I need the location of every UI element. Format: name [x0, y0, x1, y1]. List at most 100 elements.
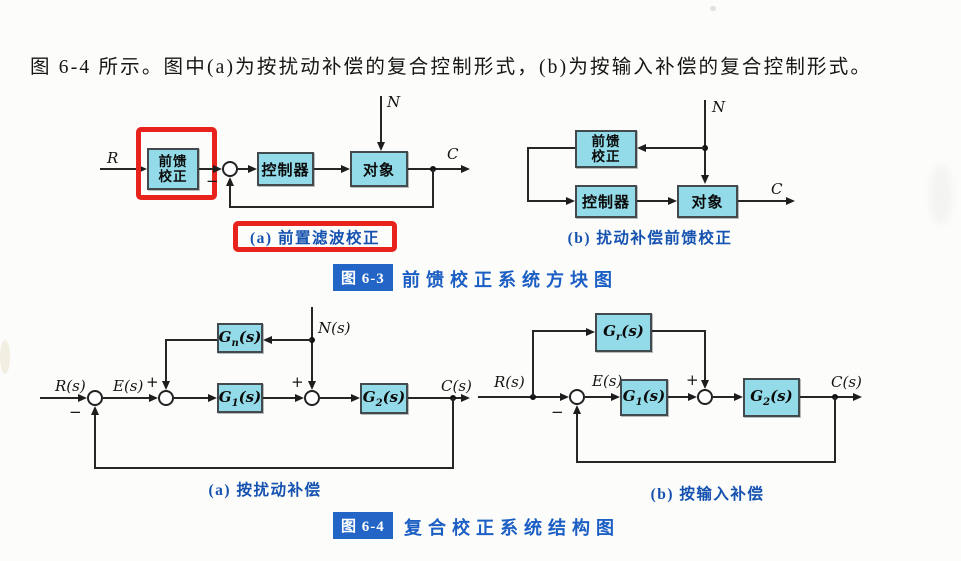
block-g1: G1(s)	[620, 379, 668, 416]
wire	[527, 147, 529, 202]
wire	[94, 467, 454, 469]
wire	[238, 168, 250, 170]
arrowhead	[566, 197, 575, 205]
wire	[704, 330, 706, 380]
sum-junction	[87, 390, 103, 406]
block-feedforward-label-line2: 校正	[591, 149, 621, 164]
input-signal-label: R(s)	[494, 373, 525, 391]
wire	[478, 396, 561, 398]
disturbance-label: N	[387, 93, 401, 111]
scan-artifact	[0, 340, 10, 374]
disturbance-label: N	[712, 98, 726, 116]
arrowhead	[853, 393, 862, 401]
fig64b-caption: (b) 按输入补偿	[650, 486, 765, 503]
block-g1: G1(s)	[217, 383, 263, 413]
block-controller-label: 控制器	[581, 194, 630, 211]
arrowhead	[611, 393, 620, 401]
branch-dot	[309, 337, 315, 343]
wire	[408, 397, 462, 399]
output-signal-label: C(s)	[831, 373, 862, 391]
wire	[576, 412, 578, 463]
sum-junction	[222, 161, 238, 177]
arrowhead	[295, 394, 304, 402]
arrowhead	[668, 197, 677, 205]
minus-sign: −	[69, 403, 82, 421]
wire	[199, 168, 215, 170]
fig64-title: 复合校正系统结构图	[404, 518, 620, 538]
branch-dot	[530, 394, 536, 400]
input-signal-label: R(s)	[55, 377, 86, 395]
arrowhead	[701, 380, 709, 389]
block-gn: Gn(s)	[217, 323, 263, 353]
arrowhead	[226, 177, 234, 186]
wire	[229, 184, 231, 208]
arrowhead	[208, 394, 217, 402]
wire	[272, 339, 312, 341]
wire	[40, 397, 80, 399]
fig64a-caption: (a) 按扰动补偿	[208, 482, 322, 499]
arrowhead	[786, 197, 795, 205]
arrowhead	[461, 165, 470, 173]
error-signal-label: E(s)	[592, 372, 623, 390]
wire	[668, 396, 689, 398]
block-g2-label: G2(s)	[362, 388, 406, 409]
block-controller-label: 控制器	[261, 161, 310, 179]
arrowhead	[701, 175, 709, 184]
red-highlight-box-caption: (a) 前置滤波校正	[233, 221, 397, 252]
arrowhead	[734, 393, 743, 401]
arrowhead	[91, 406, 99, 415]
block-g1-label: G1(s)	[622, 387, 666, 408]
output-signal-label: C(s)	[441, 377, 472, 395]
arrowhead	[248, 165, 257, 173]
minus-sign: −	[551, 403, 564, 421]
wire	[100, 168, 139, 170]
wire	[834, 397, 836, 463]
output-signal-label: C	[447, 145, 459, 163]
plus-sign: +	[686, 371, 699, 389]
block-plant-label: 对象	[362, 161, 395, 179]
wire	[229, 206, 434, 208]
output-signal-label: C	[771, 180, 783, 198]
block-feedforward-label-line2: 校正	[158, 169, 188, 184]
arrowhead	[637, 144, 646, 152]
wire	[532, 330, 534, 397]
block-controller: 控制器	[575, 185, 637, 218]
wire	[165, 339, 217, 341]
arrowhead	[149, 394, 158, 402]
wire	[527, 147, 575, 149]
arrowhead	[162, 381, 170, 390]
arrowhead	[586, 328, 595, 336]
wire	[380, 96, 382, 143]
block-g2: G2(s)	[743, 378, 800, 417]
block-feedforward-label-line1: 前馈	[158, 153, 188, 169]
wire	[576, 461, 836, 463]
block-g2: G2(s)	[360, 383, 408, 414]
error-signal-label: E(s)	[113, 377, 144, 395]
wire	[314, 168, 343, 170]
sum-junction	[304, 390, 320, 406]
fig63b-caption: (b) 扰动补偿前馈校正	[567, 230, 733, 247]
block-feedforward: 前馈 校正	[575, 130, 637, 168]
arrowhead	[308, 381, 316, 390]
arrowhead	[351, 394, 360, 402]
sum-junction	[158, 390, 174, 406]
block-gr: Gr(s)	[595, 313, 652, 352]
arrowhead	[573, 405, 581, 414]
block-plant: 对象	[677, 185, 738, 218]
fig63-number-badge: 图 6-3	[333, 264, 393, 291]
wire	[637, 200, 668, 202]
arrowhead	[263, 336, 272, 344]
fig63-title: 前馈校正系统方块图	[402, 270, 618, 290]
wire	[432, 169, 434, 208]
arrowhead	[560, 393, 569, 401]
plus-sign: +	[146, 373, 159, 391]
wire	[452, 398, 454, 468]
block-g1-label: G1(s)	[218, 387, 262, 409]
branch-dot	[702, 145, 708, 151]
wire	[94, 413, 96, 468]
intro-paragraph: 图 6-4 所示。图中(a)为按扰动补偿的复合控制形式，(b)为按输入补偿的复合…	[30, 57, 873, 78]
arrowhead	[78, 394, 87, 402]
arrowhead	[688, 393, 697, 401]
block-feedforward-label-line1: 前馈	[591, 133, 621, 149]
